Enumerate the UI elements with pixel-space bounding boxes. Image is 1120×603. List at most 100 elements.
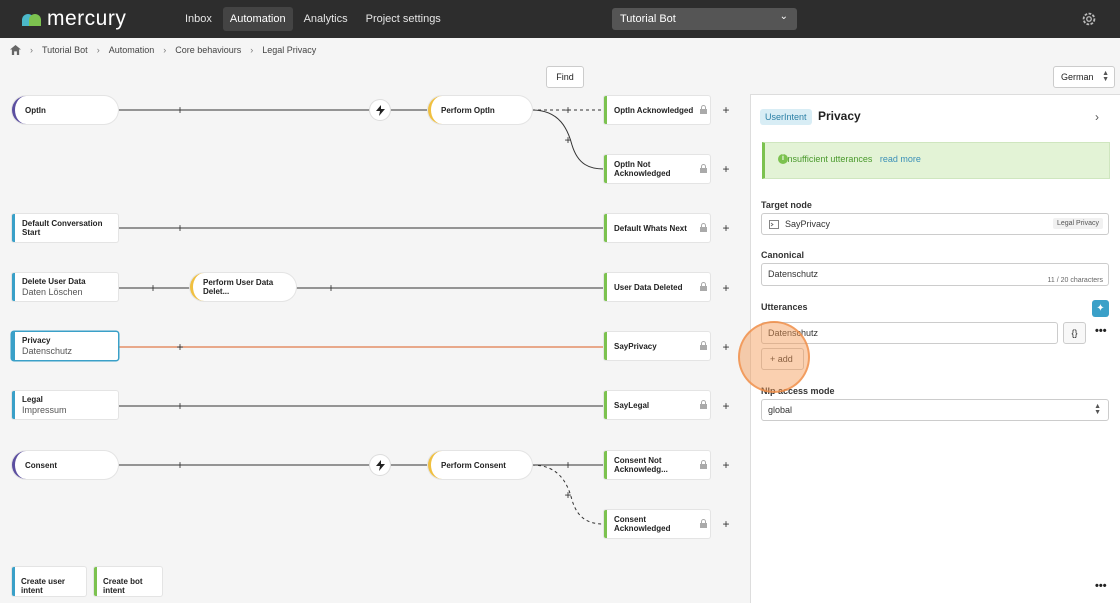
node-label: Default Whats Next	[614, 223, 687, 233]
more-icon[interactable]: •••	[1095, 580, 1107, 592]
node-consent[interactable]: Consent	[12, 451, 118, 479]
add-utterance-button[interactable]: + add	[761, 348, 804, 370]
plus-icon[interactable]: +	[722, 281, 730, 295]
node-label: OptIn Acknowledged	[614, 105, 694, 115]
node-default-whats-next[interactable]: Default Whats Next	[604, 214, 710, 242]
logo-mark-icon	[22, 12, 42, 26]
utterance-input[interactable]: Datenschutz	[761, 322, 1058, 344]
main-nav: Inbox Automation Analytics Project setti…	[178, 7, 452, 31]
plus-icon[interactable]: +	[176, 103, 184, 117]
plus-icon[interactable]: +	[176, 340, 184, 354]
node-say-privacy[interactable]: SayPrivacy	[604, 332, 710, 360]
node-user-data-deleted[interactable]: User Data Deleted	[604, 273, 710, 301]
terminal-icon	[769, 220, 779, 229]
node-perform-user-data-delete[interactable]: Perform User Data Delet...	[190, 273, 296, 301]
plus-icon[interactable]: +	[722, 162, 730, 176]
nlp-access-mode-select[interactable]: global ▲▼	[761, 399, 1109, 421]
nlp-access-mode-label: Nlp access mode	[761, 386, 835, 396]
plus-icon[interactable]: +	[564, 488, 572, 502]
alert-text: Insufficient utterances	[785, 154, 873, 164]
node-label: SayPrivacy	[614, 341, 657, 351]
plus-icon[interactable]: +	[722, 340, 730, 354]
node-optin-not-acknowledged[interactable]: OptIn Not Acknowledged	[604, 155, 710, 183]
plus-icon[interactable]: +	[722, 221, 730, 235]
breadcrumb-item[interactable]: Tutorial Bot	[42, 45, 88, 55]
lock-icon	[700, 400, 707, 409]
create-user-intent-button[interactable]: Create user intent	[12, 567, 86, 596]
intent-type-tag: UserIntent	[760, 109, 812, 125]
node-sublabel: Datenschutz	[22, 346, 73, 356]
target-node-value: SayPrivacy	[785, 219, 831, 229]
plus-icon[interactable]: +	[564, 458, 572, 472]
node-optin[interactable]: OptIn	[12, 96, 118, 124]
node-say-legal[interactable]: SayLegal	[604, 391, 710, 419]
node-consent-acknowledged[interactable]: Consent Acknowledged	[604, 510, 710, 538]
edge	[531, 464, 605, 525]
add-label: add	[777, 354, 793, 364]
plus-icon[interactable]: +	[564, 103, 572, 117]
magic-icon[interactable]: ✦	[1092, 300, 1109, 317]
nav-analytics[interactable]: Analytics	[303, 13, 348, 25]
lock-icon	[700, 223, 707, 232]
node-perform-consent[interactable]: Perform Consent	[428, 451, 532, 479]
logo-text: mercury	[47, 7, 127, 30]
bot-select-value: Tutorial Bot	[620, 13, 676, 25]
more-icon[interactable]: •••	[1095, 325, 1107, 337]
breadcrumb-item[interactable]: Core behaviours	[175, 45, 242, 55]
node-label: Perform User Data Delet...	[203, 278, 274, 296]
home-icon[interactable]	[10, 45, 21, 55]
create-bot-intent-button[interactable]: Create bot intent	[94, 567, 162, 596]
plus-icon[interactable]: +	[564, 133, 572, 147]
read-more-link[interactable]: read more	[879, 154, 921, 164]
chevron-right-icon[interactable]: ›	[1095, 110, 1099, 124]
panel-title: Privacy	[818, 109, 861, 123]
node-label: Perform Consent	[441, 460, 506, 470]
plus-icon[interactable]: +	[722, 517, 730, 531]
node-sublabel: Impressum	[22, 405, 67, 415]
nav-project-settings[interactable]: Project settings	[365, 13, 441, 25]
node-default-conversation-start[interactable]: Default Conversation Start	[12, 214, 118, 242]
node-consent-not-acknowledged[interactable]: Consent Not Acknowledg...	[604, 451, 710, 479]
plus-icon[interactable]: +	[149, 281, 157, 295]
node-label: OptIn	[25, 105, 46, 115]
breadcrumb-item[interactable]: Legal Privacy	[262, 45, 317, 55]
node-sublabel: Daten Löschen	[22, 287, 83, 297]
nav-automation[interactable]: Automation	[222, 7, 293, 31]
bot-select[interactable]: Tutorial Bot ⌄	[612, 8, 797, 30]
plus-icon[interactable]: +	[722, 103, 730, 117]
select-arrows-icon: ▲▼	[1102, 70, 1109, 83]
plus-icon[interactable]: +	[327, 281, 335, 295]
target-node-label: Target node	[761, 200, 812, 210]
plus-icon[interactable]: +	[176, 458, 184, 472]
plus-icon[interactable]: +	[722, 458, 730, 472]
node-label: Consent Acknowledged	[614, 515, 671, 533]
plus-icon[interactable]: +	[176, 221, 184, 235]
nav-inbox[interactable]: Inbox	[185, 13, 212, 25]
lock-icon	[700, 341, 707, 350]
bolt-icon[interactable]	[370, 100, 390, 120]
breadcrumb-item[interactable]: Automation	[108, 45, 155, 55]
plus-icon[interactable]: +	[722, 399, 730, 413]
target-node-field[interactable]: SayPrivacy Legal Privacy	[761, 213, 1109, 235]
node-label: Consent	[25, 460, 57, 470]
node-optin-acknowledged[interactable]: OptIn Acknowledged	[604, 96, 710, 124]
plus-icon[interactable]: +	[176, 399, 184, 413]
logo[interactable]: mercury	[22, 7, 127, 30]
canonical-input[interactable]: Datenschutz 11 / 20 characters	[761, 263, 1109, 286]
node-label: SayLegal	[614, 400, 650, 410]
node-perform-optin[interactable]: Perform OptIn	[428, 96, 532, 124]
insufficient-utterances-alert: i Insufficient utterances read more	[762, 142, 1110, 179]
gear-icon[interactable]	[1080, 10, 1098, 28]
select-arrows-icon: ▲▼	[1094, 403, 1101, 416]
language-select[interactable]: German ▲▼	[1053, 66, 1115, 88]
flow-edges	[118, 109, 605, 525]
canonical-label: Canonical	[761, 250, 805, 260]
variables-button[interactable]: {}	[1063, 322, 1086, 344]
node-label: Delete User Data	[22, 277, 86, 286]
bolt-icon[interactable]	[370, 455, 390, 475]
find-button[interactable]: Find	[546, 66, 584, 88]
nlp-access-mode-value: global	[768, 405, 793, 415]
